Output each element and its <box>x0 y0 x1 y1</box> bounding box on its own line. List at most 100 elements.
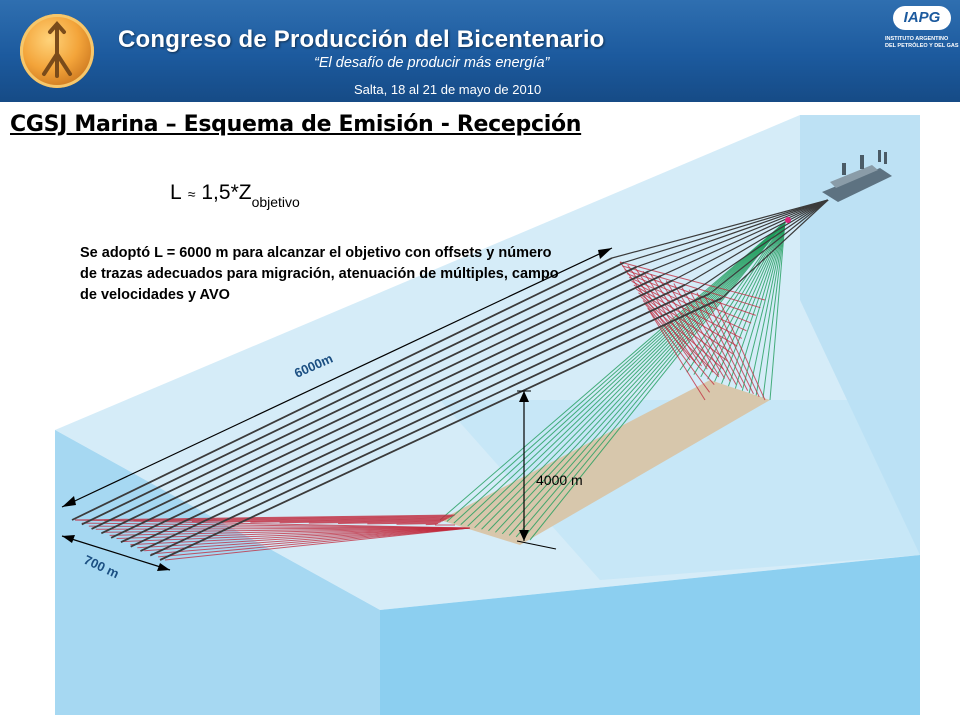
source-ray <box>515 221 786 538</box>
congress-subtitle: “El desafío de producir más energía” <box>314 55 550 71</box>
source-ray <box>679 221 786 371</box>
source-ray-fan <box>439 221 786 541</box>
streamer-cable <box>149 292 711 557</box>
receiver-ray <box>696 292 749 391</box>
formula-subscript: objetivo <box>251 194 300 210</box>
tow-line <box>672 199 829 281</box>
streamer-cables <box>71 199 829 561</box>
tow-line <box>721 199 829 299</box>
iapg-logo: IAPG <box>893 6 951 30</box>
congress-emblem-icon <box>20 14 94 88</box>
spread-width-arrow <box>61 535 171 571</box>
water-left-face <box>55 430 380 715</box>
receiver-ray <box>711 298 760 398</box>
tow-line <box>697 199 829 290</box>
tow-line <box>624 199 829 264</box>
arrowhead-left <box>62 496 76 507</box>
tow-line <box>660 199 829 277</box>
source-ray <box>474 221 786 529</box>
source-ray <box>741 221 786 391</box>
arrowhead-depth-top <box>519 391 529 402</box>
congress-title: Congreso de Producción del Bicentenario <box>118 26 605 53</box>
survey-vessel-icon <box>822 150 892 202</box>
receiver-ray <box>647 307 711 393</box>
source-ray <box>762 221 786 398</box>
source-ray <box>727 221 786 387</box>
streamer-cable <box>71 257 613 521</box>
source-ray <box>693 221 786 375</box>
tow-line <box>611 199 829 259</box>
receiver-ray <box>250 519 446 523</box>
source-ray <box>748 221 786 394</box>
iapg-name-line2: DEL PETRÓLEO Y DEL GAS <box>885 43 959 49</box>
streamer-length-arrow <box>61 247 613 508</box>
receiver-ray <box>130 527 471 546</box>
water-front-face <box>380 555 920 715</box>
design-description: Se adoptó L = 6000 m para alcanzar el ob… <box>80 245 559 303</box>
source-ray <box>522 221 786 539</box>
streamer-cable <box>91 266 637 530</box>
tow-line <box>709 199 829 295</box>
receiver-ray <box>95 527 471 530</box>
tow-line <box>648 199 829 272</box>
streamer-cable <box>100 270 650 535</box>
offset-formula: L ≈1,5*Zobjetivo <box>170 181 300 210</box>
receiver-ray <box>642 300 720 378</box>
streamer-cable <box>130 283 686 548</box>
arrowhead-width-left <box>62 535 75 543</box>
header-banner: Congreso de Producción del Bicentenario … <box>0 0 960 102</box>
source-ray <box>707 221 786 380</box>
receiver-ray <box>221 518 448 523</box>
source-ray <box>734 221 786 389</box>
receiver-ray <box>81 522 471 529</box>
receiver-ray <box>396 522 439 525</box>
streamer-cable <box>81 261 625 526</box>
receiver-ray <box>104 515 454 521</box>
source-point <box>785 217 791 223</box>
seabed-layer <box>440 400 920 580</box>
receiver-ray <box>144 527 471 552</box>
receiver-ray <box>162 516 451 522</box>
iapg-name-line1: INSTITUTO ARGENTINO <box>885 36 949 42</box>
source-ray <box>714 221 786 382</box>
source-ray <box>755 221 786 396</box>
streamer-cable <box>159 297 723 561</box>
receiver-ray <box>638 292 729 362</box>
receiver-ray <box>367 522 440 525</box>
arrowhead-width-right <box>157 563 170 571</box>
receiver-ray <box>673 283 731 382</box>
receiver-ray <box>123 527 471 543</box>
receiver-ray <box>164 527 471 561</box>
source-ray <box>460 221 786 525</box>
source-ray <box>495 221 786 533</box>
receiver-ray <box>308 520 443 524</box>
source-ray <box>453 221 786 524</box>
receiver-ray <box>338 521 442 524</box>
source-ray <box>769 221 786 401</box>
formula-rhs: 1,5*Z <box>201 181 252 204</box>
receiver-ray <box>719 301 766 401</box>
receiver-ray <box>688 289 743 388</box>
receiver-ray <box>191 517 449 523</box>
slide-title: CGSJ Marina – Esquema de Emisión - Recep… <box>10 112 582 137</box>
receiver-ray <box>658 277 720 376</box>
formula-lhs: L <box>170 181 182 204</box>
streamer-cable <box>140 288 698 552</box>
streamer-cable <box>110 274 662 539</box>
receiver-ray <box>151 527 471 555</box>
receiver-ray <box>704 295 754 395</box>
source-ray <box>481 221 786 530</box>
source-ray <box>446 221 786 522</box>
streamer-cable <box>120 279 674 544</box>
receiver-ray <box>634 267 702 367</box>
formula-operator: ≈ <box>187 186 196 202</box>
depth-tick-bottom <box>516 540 557 550</box>
tow-line <box>685 199 829 286</box>
receiver-ray <box>279 519 445 524</box>
depth-label: 4000 m <box>536 472 583 488</box>
arrowhead-right <box>598 248 612 259</box>
source-ray <box>467 221 786 527</box>
source-ray <box>501 221 786 535</box>
tow-line <box>636 199 829 268</box>
